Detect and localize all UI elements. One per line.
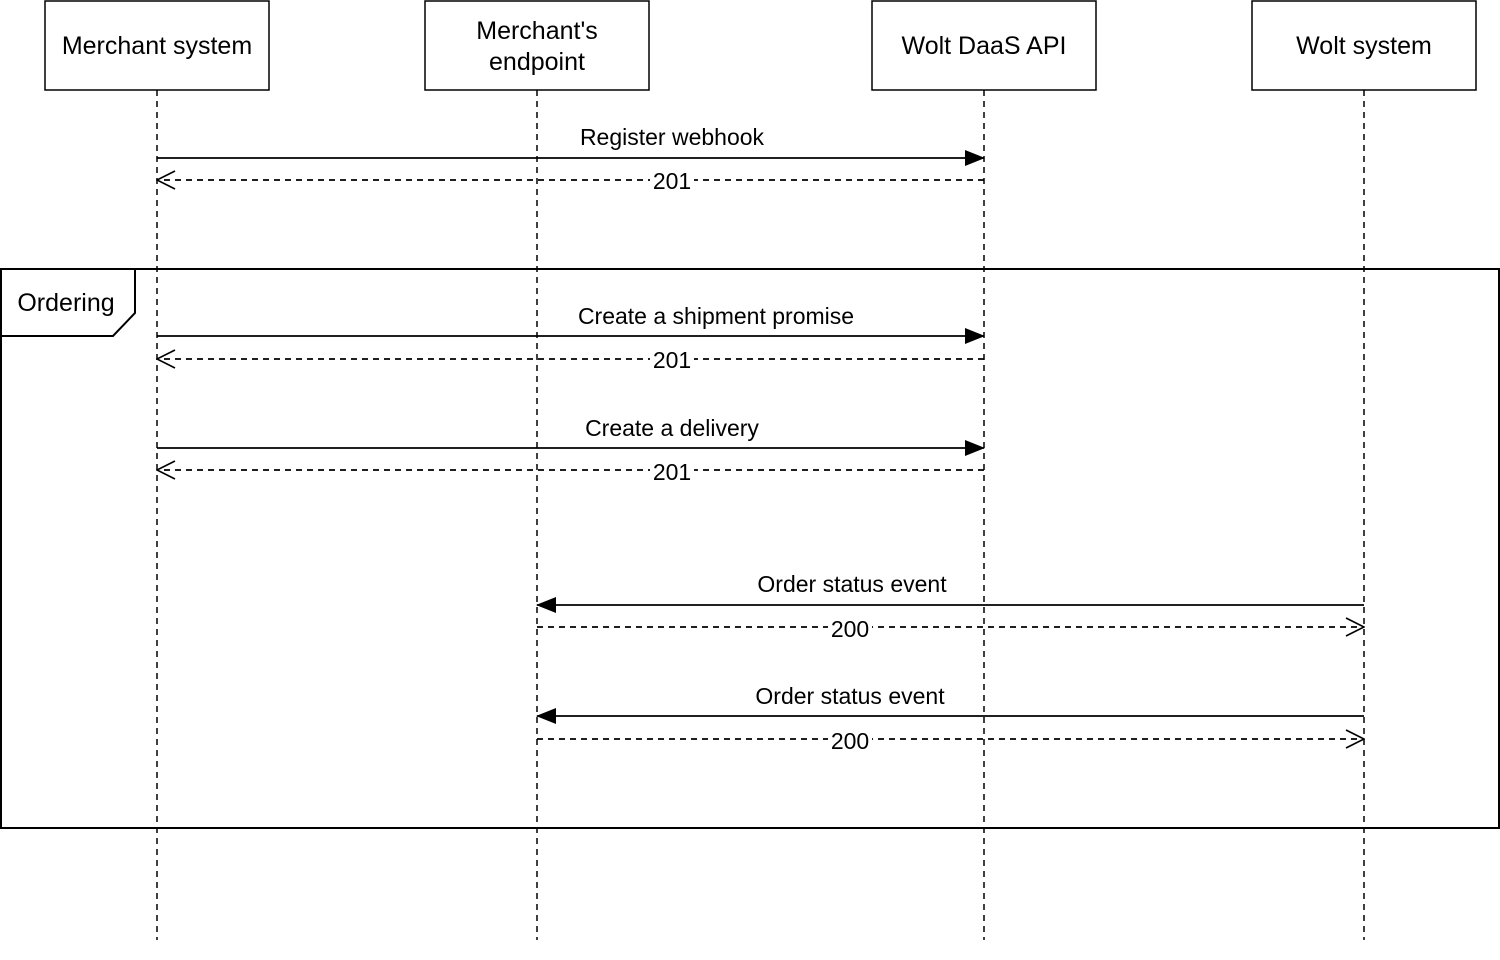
reply-label: 201 (653, 459, 691, 485)
message-label: Create a shipment promise (578, 303, 854, 329)
participant-merchant-endpoint[interactable]: Merchant's endpoint (424, 0, 650, 91)
participant-wolt-daas-api[interactable]: Wolt DaaS API (871, 0, 1097, 91)
frame-label: Ordering (17, 289, 114, 317)
message-create-delivery: Create a delivery (157, 415, 985, 456)
participant-label: endpoint (489, 48, 585, 76)
reply-200: 200 (537, 727, 1364, 754)
participant-label: Merchant system (62, 32, 252, 60)
reply-201: 201 (157, 347, 984, 373)
message-register-webhook: Register webhook (157, 124, 985, 166)
ordering-frame: Ordering (0, 268, 1500, 829)
reply-label: 201 (653, 168, 691, 194)
message-label: Order status event (757, 571, 947, 597)
participant-wolt-system[interactable]: Wolt system (1251, 0, 1477, 91)
message-create-shipment-promise: Create a shipment promise (157, 303, 985, 344)
reply-label: 200 (831, 616, 869, 642)
participant-label: Merchant's (476, 17, 597, 45)
message-label: Order status event (755, 683, 945, 709)
reply-201: 201 (157, 168, 984, 194)
participant-label: Wolt DaaS API (902, 32, 1067, 60)
message-order-status-event: Order status event (536, 571, 1364, 613)
participant-merchant-system[interactable]: Merchant system (44, 0, 270, 91)
reply-label: 201 (653, 347, 691, 373)
reply-label: 200 (831, 728, 869, 754)
reply-200: 200 (537, 615, 1364, 642)
message-label: Create a delivery (585, 415, 759, 441)
participant-label: Wolt system (1296, 32, 1432, 60)
message-order-status-event: Order status event (536, 683, 1364, 724)
reply-201: 201 (157, 458, 984, 485)
message-label: Register webhook (580, 124, 765, 150)
